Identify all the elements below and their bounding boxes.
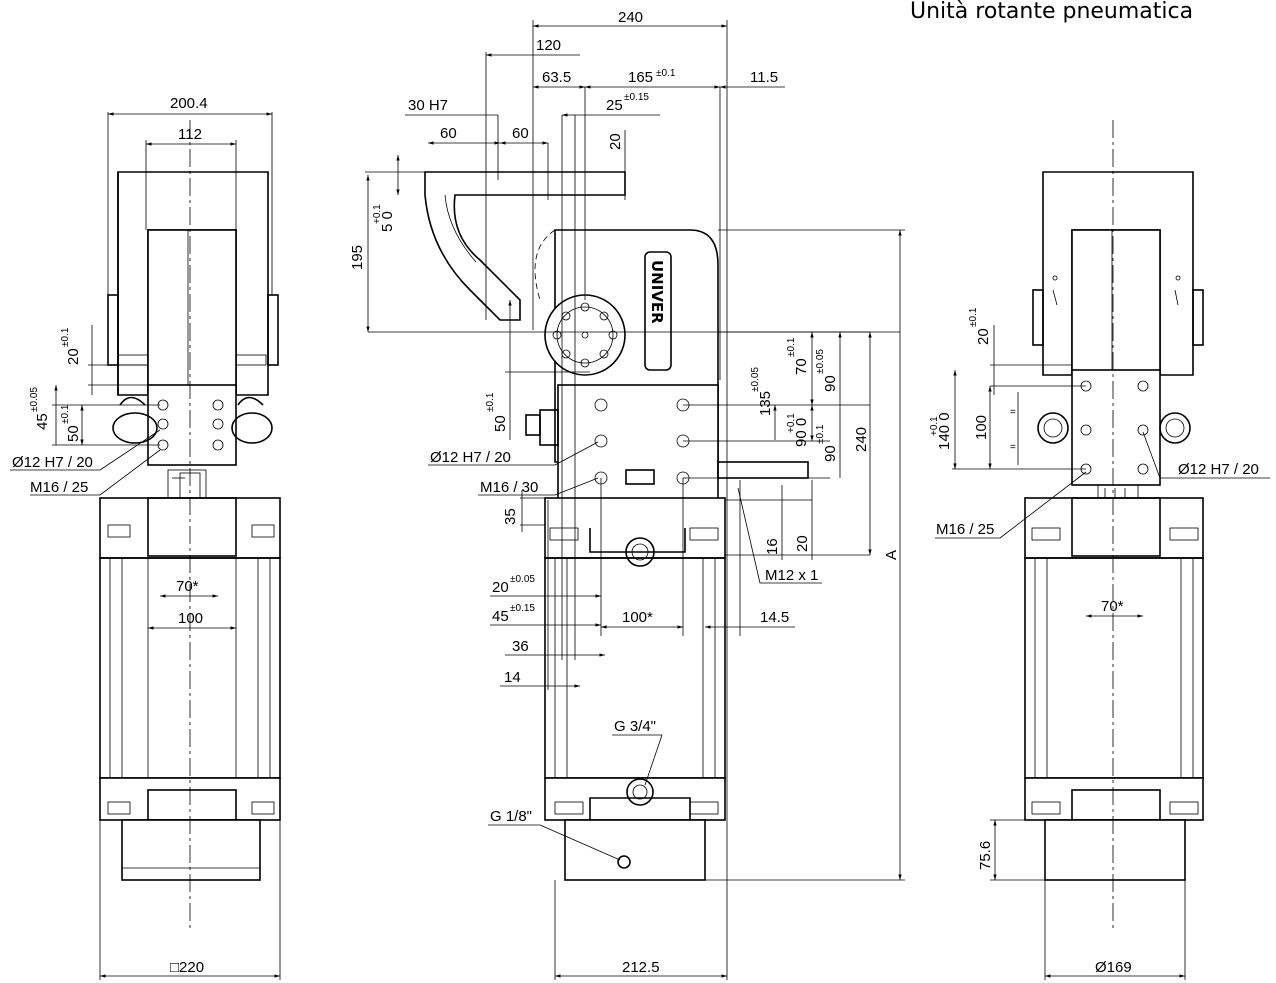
left-view: 200.4 112 20 ±0.1 45 ±0.05 50 ±0.1 Ø12 H… [10,95,281,980]
right-dim-140: 140 0 [936,412,953,450]
left-dim-50: 50 [65,425,82,442]
center-dim-70-tol: ±0.1 [786,337,797,357]
right-dim-169: Ø169 [1095,959,1132,976]
center-bore-label: 30 H7 [408,97,448,114]
center-dim-11: 11.5 [750,69,778,86]
center-dim-20b: 20 [794,535,811,552]
center-dim-16: 16 [764,538,781,555]
center-dim-h20-tol: ±0.05 [510,574,535,585]
center-dim-h20: 20 [492,579,509,596]
center-dim-50b: 50 [492,415,509,432]
center-port-label: M12 x 1 [765,567,818,584]
center-dim-50a-tol: +0.1 [372,204,383,224]
left-dim-45-tol: ±0.05 [29,387,40,412]
center-dim-63: 63.5 [542,69,571,86]
center-dim-50b-tol: ±0.1 [485,392,496,412]
center-thread-label: M16 / 30 [480,479,538,496]
center-dim-120: 120 [536,37,561,54]
center-dim-212: 212.5 [622,959,660,976]
right-dim-70: 70* [1101,598,1124,615]
center-dim-25: 25 [606,97,623,114]
center-dim-60a: 60 [440,125,457,142]
center-dim-20: 20 [607,133,624,150]
left-thread-label: M16 / 25 [30,479,88,496]
left-hole-label: Ø12 H7 / 20 [12,454,93,471]
center-hole-label: Ø12 H7 / 20 [430,449,511,466]
center-dim-70: 70 [793,358,810,375]
left-dim-200: 200.4 [170,95,208,112]
center-g18-label: G 1/8" [490,808,532,825]
left-dim-112: 112 [178,126,202,143]
left-dim-45: 45 [34,413,51,430]
svg-text:=: = [1010,407,1016,418]
right-view: 20 ±0.1 140 0 +0.1 100 = = Ø12 H7 / 20 M… [929,120,1270,980]
center-dim-90b-tol: +0.1 [786,413,797,433]
center-dim-90b: 90 0 [793,418,810,447]
center-dim-14-5: 14.5 [760,609,789,626]
center-dim-195: 195 [349,245,366,270]
center-dim-240v: 240 [853,427,870,452]
center-dim-90c-tol: ±0.1 [815,424,826,444]
right-dim-20: 20 [975,328,992,345]
center-dim-90a: 90 [822,375,839,392]
center-dim-100: 100* [622,609,653,626]
right-dim-20-tol: ±0.1 [968,307,979,327]
center-dim-50a: 5 0 [379,211,396,232]
right-dim-100: 100 [973,415,990,440]
brand-logo: UNIVER [648,260,666,324]
right-hole-label: Ø12 H7 / 20 [1178,461,1259,478]
center-dim-h45-tol: ±0.15 [510,603,535,614]
drawing-title: Unità rotante pneumatica [910,0,1193,24]
center-dim-35: 35 [502,508,519,525]
center-dim-165: 165 [628,69,653,86]
svg-text:=: = [1010,442,1016,453]
center-dim-240: 240 [618,9,643,26]
left-dim-100: 100 [178,610,203,627]
center-dim-90c: 90 [822,445,839,462]
center-view: UNIVER 240 120 63.5 [349,9,905,980]
right-dim-140-tol: +0.1 [929,416,940,436]
center-dim-165-tol: ±0.1 [656,68,676,79]
center-dim-90a-tol: ±0.05 [815,349,826,374]
center-dim-A: A [883,550,900,560]
center-g34-label: G 3/4" [614,718,656,735]
center-dim-h45: 45 [492,608,509,625]
center-dim-36: 36 [512,638,529,655]
left-dim-20-tol: ±0.1 [60,327,71,347]
center-dim-135: 135 [757,391,774,416]
center-dim-60b: 60 [512,125,529,142]
right-dim-75: 75.6 [977,841,994,870]
right-thread-label: M16 / 25 [936,521,994,538]
left-dim-220: □220 [170,959,204,976]
left-dim-70: 70* [176,578,199,595]
center-dim-135-tol: ±0.05 [750,367,761,392]
center-dim-14: 14 [504,669,521,686]
left-dim-50-tol: ±0.1 [60,404,71,424]
left-dim-20: 20 [65,348,82,365]
center-dim-25-tol: ±0.15 [624,92,649,103]
